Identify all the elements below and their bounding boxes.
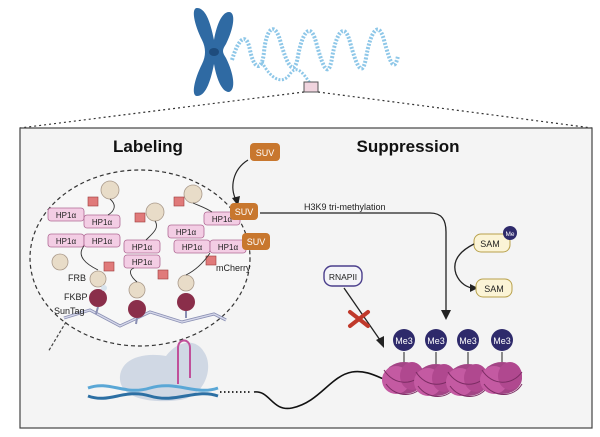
h3k9-label: H3K9 tri-methylation: [304, 202, 386, 212]
hp1a-box-2a: [123, 239, 161, 254]
chain-curve-4: [107, 198, 115, 216]
stalk-2: [135, 317, 138, 325]
mid-bead-1: [51, 253, 69, 271]
frb-bead-1: [89, 270, 107, 288]
nucleosome-3: [446, 352, 489, 397]
inhibition-x-icon: [348, 310, 370, 328]
chain-curve-2: [130, 267, 138, 283]
mcherry-box-4: [103, 261, 115, 272]
me3-label-2: Me3: [427, 336, 445, 346]
suv-badge-1: [230, 203, 258, 220]
rnapii-arrow: [343, 287, 381, 341]
hp1a-box-1a: [47, 207, 85, 222]
sam-conversion-arrow: [454, 243, 475, 289]
dna-strand-wavy: [230, 27, 400, 72]
hp1a-label-1d: HP1α: [92, 237, 113, 246]
suntag-backbone-inner: [63, 309, 227, 327]
mcherry-box-3: [173, 196, 185, 207]
chromosome-icon: [193, 8, 234, 96]
hp1a-label-1b: HP1α: [92, 218, 113, 227]
nucleosome-1: [382, 352, 425, 395]
hp1a-label-1a: HP1α: [56, 211, 77, 220]
hp1a-box-2b: [123, 254, 161, 269]
me3-label-4: Me3: [493, 336, 511, 346]
suv-arrow-down: [232, 159, 249, 201]
top-bead-1: [100, 180, 120, 200]
me3-circle-1: [393, 329, 415, 351]
mcherry-box-6: [205, 255, 217, 266]
me-small-label: Me: [505, 231, 514, 238]
h3k9-arrowhead: [441, 310, 451, 320]
hp1a-label-2a: HP1α: [132, 243, 153, 252]
hp1a-label-3a: HP1α: [212, 215, 233, 224]
mcherry-label: mCherry: [216, 263, 251, 273]
fkbp-bead-3: [177, 293, 195, 311]
me-small-circle: [503, 226, 517, 240]
hp1a-box-1b: [83, 214, 121, 229]
fkbp-bead-1: [89, 289, 107, 307]
frb-bead-3: [177, 274, 195, 292]
hp1a-label-3c: HP1α: [182, 243, 203, 252]
rnapii-label: RNAPII: [329, 272, 357, 282]
chromatin-fiber: [253, 370, 387, 410]
sam-me-box: [473, 233, 511, 253]
hp1a-label-2b: HP1α: [132, 258, 153, 267]
chain-curve-1: [80, 245, 99, 271]
hp1a-box-1d: [83, 233, 121, 248]
labeling-assembly: HP1α HP1α HP1α HP1α HP1α HP1α HP1α HP1α …: [47, 180, 270, 353]
hp1a-label-3d: HP1α: [218, 243, 239, 252]
hp1a-box-3b: [167, 224, 205, 239]
me3-circle-3: [457, 329, 479, 351]
dna-strand-bottom: [87, 392, 219, 400]
suv-badge-2: [242, 233, 270, 250]
link-bead-1: [101, 285, 107, 291]
chain-curve-5: [145, 220, 157, 241]
dna-leash: [47, 321, 67, 353]
suntag-label: SunTag: [54, 306, 85, 316]
dna-target-site: [87, 339, 387, 410]
rnapii-box: [323, 265, 363, 287]
rnapii-arrowhead: [376, 336, 384, 348]
stalk-1: [95, 306, 99, 315]
sam-box: [475, 278, 513, 298]
nucleosome-array: [382, 352, 523, 397]
dcas-blob: [119, 342, 209, 402]
top-bead-3: [183, 184, 203, 204]
chain-curve-3: [185, 252, 211, 276]
guide-rna: [177, 339, 191, 384]
zoom-region-marker: [303, 81, 319, 93]
frb-label: FRB: [68, 273, 86, 283]
sam-conversion-arrowhead: [470, 284, 478, 292]
fkbp-bead-2: [128, 300, 146, 318]
me3-circle-4: [491, 329, 513, 351]
fkbp-label: FKBP: [64, 292, 88, 302]
suv-badge-1-label: SUV: [235, 207, 254, 217]
sam-label: SAM: [484, 284, 504, 294]
me3-label-1: Me3: [395, 336, 413, 346]
me3-circle-2: [425, 329, 447, 351]
zoom-line-left: [19, 91, 305, 129]
me3-marks: Me3 Me3 Me3 Me3: [393, 329, 513, 351]
hp1a-label-1c: HP1α: [56, 237, 77, 246]
frb-bead-2: [128, 281, 146, 299]
me3-label-3: Me3: [459, 336, 477, 346]
zoom-line-right: [317, 91, 593, 129]
mcherry-box-5: [157, 269, 169, 280]
dna-strand-top: [87, 384, 219, 392]
hp1a-label-3b: HP1α: [176, 228, 197, 237]
suppression-title: Suppression: [357, 137, 460, 156]
labeling-title: Labeling: [113, 137, 183, 156]
chain-curve-6: [192, 202, 213, 213]
suv-top-badge: SUV: [250, 143, 280, 161]
suv-top-label: SUV: [256, 148, 275, 158]
sam-me-label: SAM: [480, 239, 500, 249]
top-bead-2: [145, 202, 165, 222]
suv-badge-2-label: SUV: [247, 237, 266, 247]
mcherry-box-2: [134, 212, 146, 223]
mcherry-box-1: [87, 196, 99, 207]
nucleosome-4: [480, 352, 523, 395]
h3k9-arrow: [260, 212, 447, 312]
